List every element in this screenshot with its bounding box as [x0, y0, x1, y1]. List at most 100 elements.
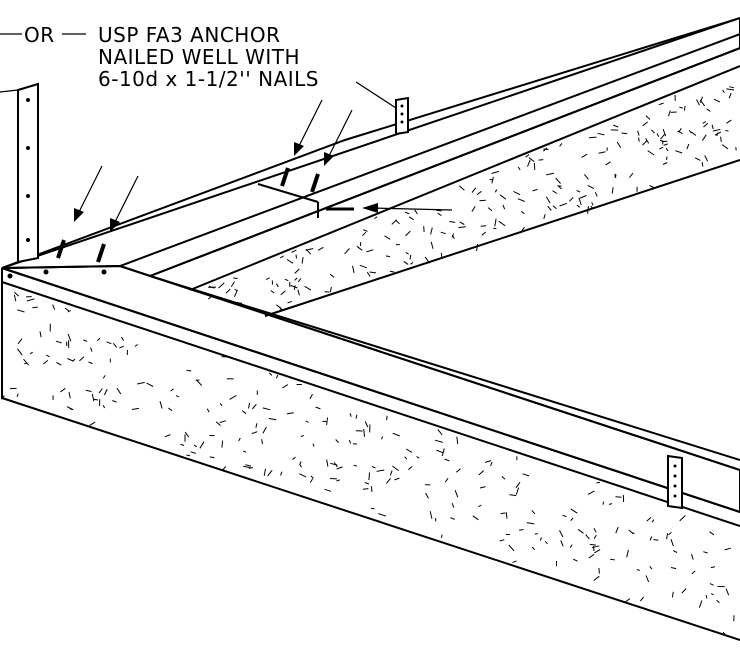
concrete-speck	[645, 575, 650, 583]
concrete-speck	[598, 151, 606, 154]
concrete-speck	[291, 249, 297, 253]
concrete-speck	[368, 472, 370, 481]
concrete-speck	[329, 286, 332, 293]
concrete-speck	[716, 132, 719, 137]
concrete-speck	[702, 121, 707, 124]
concrete-speck	[440, 231, 446, 235]
concrete-speck	[243, 450, 247, 453]
concrete-speck	[362, 488, 369, 490]
concrete-speck	[389, 470, 393, 476]
concrete-speck	[665, 147, 669, 152]
concrete-speck	[52, 304, 56, 310]
concrete-speck	[512, 560, 517, 564]
concrete-speck	[219, 403, 223, 407]
concrete-speck	[678, 128, 682, 133]
concrete-speck	[559, 530, 564, 538]
concrete-speck	[333, 462, 338, 468]
concrete-speck	[136, 381, 145, 385]
concrete-speck	[594, 191, 598, 197]
concrete-speck	[32, 306, 38, 309]
concrete-speck	[570, 508, 578, 514]
concrete-speck	[569, 544, 573, 548]
concrete-speck	[458, 226, 466, 229]
concrete-speck	[552, 190, 558, 194]
concrete-speck	[598, 567, 600, 574]
concrete-speck	[528, 157, 535, 163]
concrete-speck	[533, 162, 536, 170]
concrete-speck	[359, 264, 368, 269]
concrete-speck	[555, 177, 561, 184]
concrete-speck	[583, 174, 589, 180]
concrete-speck	[454, 490, 459, 498]
concrete-speck	[724, 547, 732, 551]
concrete-speck	[374, 216, 378, 219]
concrete-speck	[366, 271, 371, 277]
concrete-speck	[364, 482, 370, 485]
concrete-speck	[43, 360, 49, 365]
concrete-speck	[651, 129, 655, 134]
concrete-speck	[299, 461, 302, 466]
concrete-speck	[562, 514, 567, 518]
concrete-speck	[112, 400, 117, 403]
concrete-speck	[16, 348, 23, 356]
concrete-speck	[610, 558, 615, 561]
concrete-speck	[679, 106, 684, 109]
concrete-speck	[293, 285, 296, 290]
concrete-speck	[519, 226, 525, 234]
concrete-speck	[596, 481, 600, 484]
concrete-speck	[484, 460, 492, 463]
concrete-speck	[241, 410, 247, 415]
concrete-hatch-front	[1, 291, 735, 635]
concrete-speck	[238, 437, 241, 442]
concrete-speck	[472, 515, 479, 521]
concrete-speck	[589, 543, 596, 546]
concrete-speck	[513, 190, 521, 196]
concrete-speck	[479, 486, 486, 489]
concrete-speck	[670, 539, 674, 547]
concrete-speck	[679, 515, 686, 522]
concrete-speck	[301, 257, 304, 264]
concrete-speck	[452, 235, 455, 239]
concrete-speck	[121, 336, 125, 341]
concrete-speck	[456, 436, 459, 445]
concrete-speck	[16, 309, 25, 313]
concrete-speck	[508, 544, 515, 552]
anchor-strap-left	[0, 82, 39, 264]
concrete-speck	[284, 278, 289, 282]
concrete-speck	[688, 129, 692, 134]
concrete-speck	[208, 285, 215, 289]
concrete-speck	[270, 290, 275, 294]
concrete-speck	[502, 204, 506, 210]
concrete-speck	[710, 593, 715, 596]
concrete-speck	[378, 513, 386, 517]
concrete-speck	[102, 375, 106, 379]
concrete-speck	[591, 545, 600, 549]
concrete-speck	[98, 388, 103, 394]
sill-plate-front	[1, 264, 740, 514]
concrete-speck	[295, 254, 297, 259]
concrete-speck	[493, 227, 497, 230]
concrete-speck	[234, 288, 238, 292]
concrete-speck	[729, 86, 735, 89]
concrete-speck	[430, 227, 433, 235]
concrete-speck	[276, 304, 283, 311]
concrete-speck	[435, 209, 442, 212]
concrete-speck	[458, 185, 465, 191]
concrete-speck	[1, 395, 5, 400]
concrete-speck	[276, 283, 279, 288]
concrete-speck	[501, 476, 506, 480]
concrete-speck	[611, 187, 614, 194]
concrete-speck	[668, 110, 671, 117]
concrete-speck	[491, 176, 494, 184]
concrete-speck	[168, 407, 173, 412]
concrete-speck	[579, 195, 587, 199]
concrete-speck	[636, 569, 640, 571]
concrete-speck	[588, 553, 595, 559]
concrete-speck	[494, 218, 497, 227]
concrete-speck	[490, 461, 493, 467]
concrete-speck	[437, 212, 442, 217]
concrete-hatch-back	[207, 86, 737, 312]
concrete-speck	[593, 534, 597, 540]
concrete-speck	[481, 231, 487, 236]
concrete-speck	[262, 407, 271, 411]
